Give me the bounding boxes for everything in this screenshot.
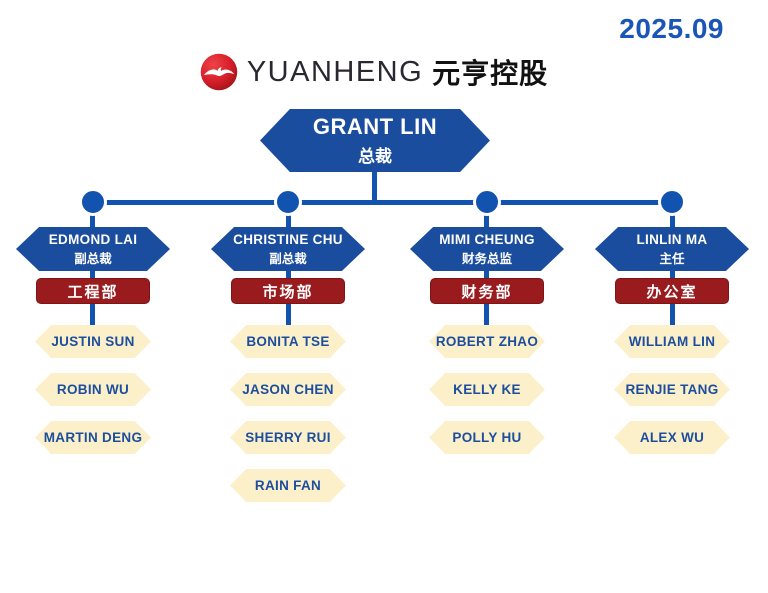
member-node: ROBIN WU <box>35 373 151 406</box>
branch-head-name: EDMOND LAI <box>48 231 138 247</box>
org-node-branch-head: LINLIN MA 主任 <box>595 227 749 271</box>
member-node: MARTIN DENG <box>35 421 151 454</box>
branch-head-title: 财务总监 <box>461 251 512 266</box>
logo-name-en: YUANHENG <box>246 55 424 88</box>
report-date: 2025.09 <box>619 13 724 44</box>
president-name: GRANT LIN <box>312 114 438 139</box>
org-node-branch-head: MIMI CHEUNG 财务总监 <box>410 227 564 271</box>
member-node: RAIN FAN <box>230 469 346 502</box>
connector-node-dot <box>658 188 686 216</box>
member-node: POLLY HU <box>429 421 545 454</box>
member-node: WILLIAM LIN <box>614 325 730 358</box>
branch-column-engineering: EDMOND LAI 副总裁 工程部 JUSTIN SUN ROBIN WU M… <box>0 0 186 593</box>
branch-column-marketing: CHRISTINE CHU 副总裁 市场部 BONITA TSE JASON C… <box>195 0 381 593</box>
department-banner: 工程部 <box>36 278 150 304</box>
department-banner: 财务部 <box>430 278 544 304</box>
member-node: ROBERT ZHAO <box>429 325 545 358</box>
president-title: 总裁 <box>358 147 392 166</box>
department-banner: 市场部 <box>231 278 345 304</box>
member-node: KELLY KE <box>429 373 545 406</box>
bird-logo-icon <box>200 53 238 91</box>
connector-horizontal-bar <box>93 200 672 205</box>
branch-column-finance: MIMI CHEUNG 财务总监 财务部 ROBERT ZHAO KELLY K… <box>394 0 580 593</box>
branch-column-office: LINLIN MA 主任 办公室 WILLIAM LIN RENJIE TANG… <box>579 0 765 593</box>
connector-node-dot <box>473 188 501 216</box>
org-node-branch-head: EDMOND LAI 副总裁 <box>16 227 170 271</box>
member-node: ALEX WU <box>614 421 730 454</box>
connector-node-dot <box>79 188 107 216</box>
company-logo: YUANHENG 元亨控股 <box>0 52 758 92</box>
branch-head-title: 主任 <box>659 251 685 266</box>
member-node: JASON CHEN <box>230 373 346 406</box>
branch-head-name: CHRISTINE CHU <box>233 231 343 247</box>
org-node-president: GRANT LIN 总裁 <box>260 109 490 172</box>
connector-root-stem <box>372 170 377 203</box>
member-node: RENJIE TANG <box>614 373 730 406</box>
branch-head-title: 副总裁 <box>269 251 307 266</box>
connector-node-dot <box>274 188 302 216</box>
branch-head-title: 副总裁 <box>74 251 112 266</box>
member-node: SHERRY RUI <box>230 421 346 454</box>
logo-name-cn: 元亨控股 <box>432 58 549 89</box>
member-node: JUSTIN SUN <box>35 325 151 358</box>
department-banner: 办公室 <box>615 278 729 304</box>
member-node: BONITA TSE <box>230 325 346 358</box>
branch-head-name: MIMI CHEUNG <box>439 231 535 247</box>
org-node-branch-head: CHRISTINE CHU 副总裁 <box>211 227 365 271</box>
branch-head-name: LINLIN MA <box>636 231 708 247</box>
